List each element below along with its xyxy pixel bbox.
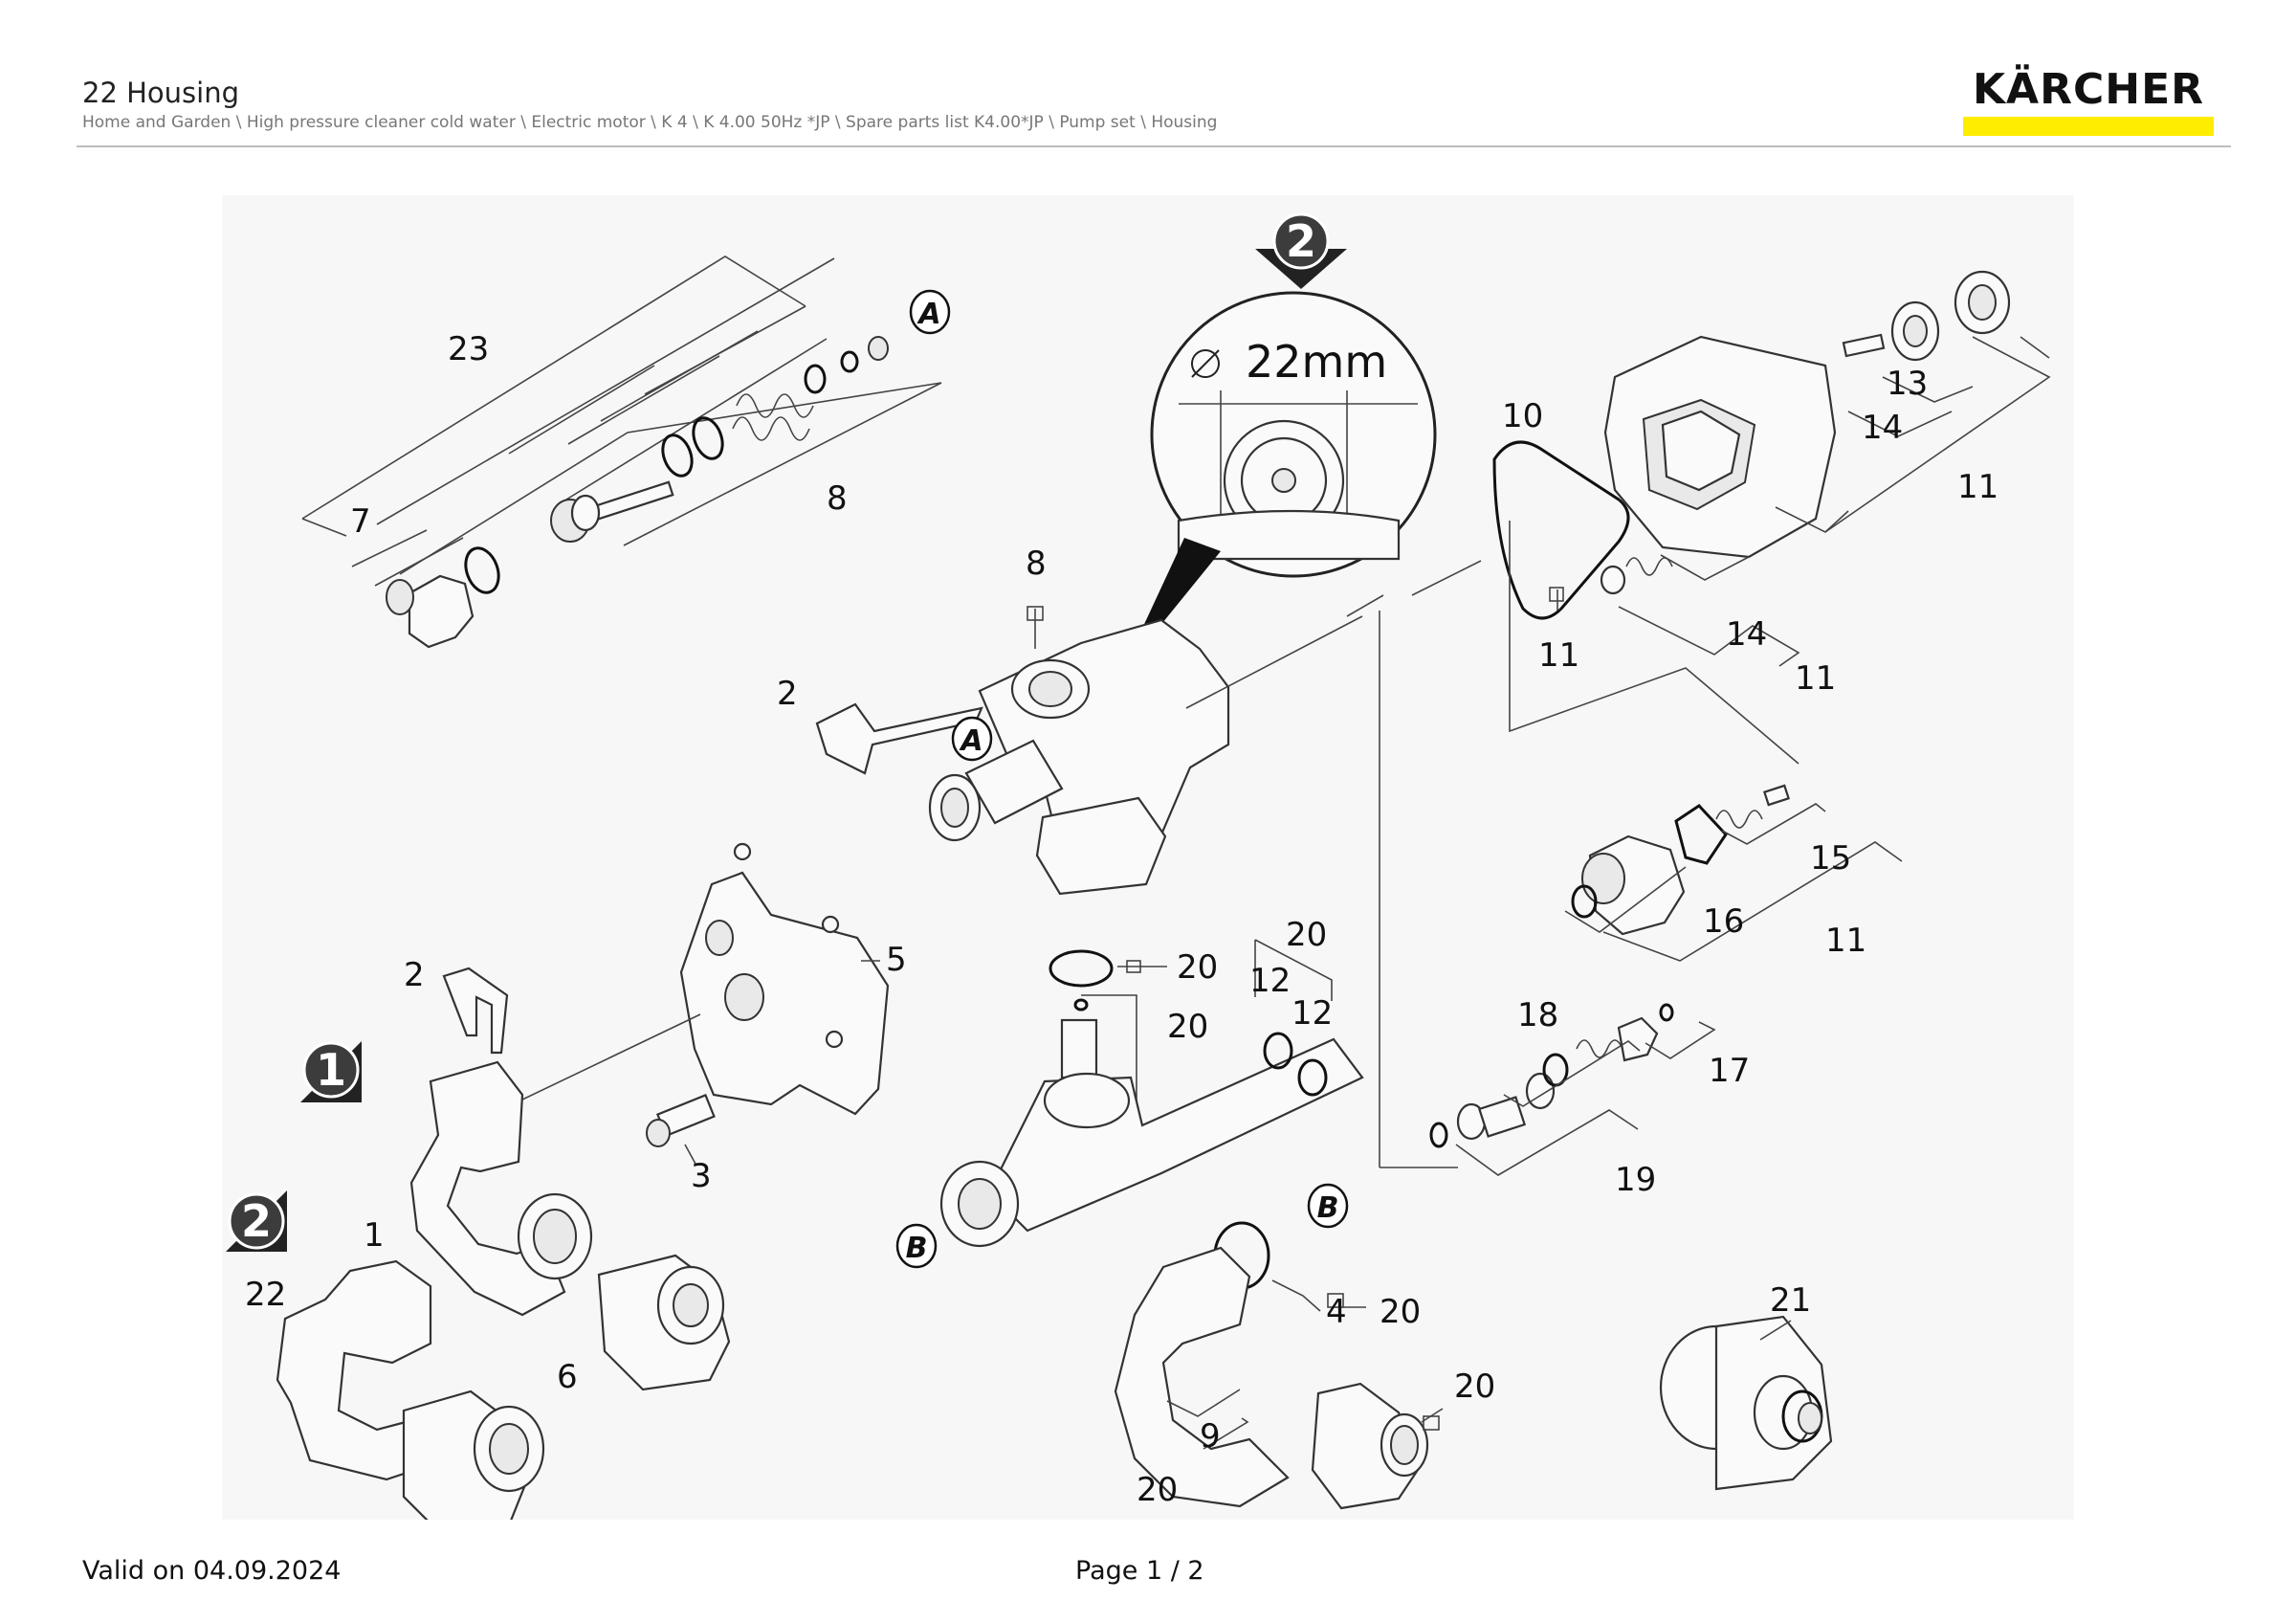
label-13: 13 [1887,365,1928,403]
label-20: 20 [1137,1471,1178,1509]
label-15: 15 [1810,839,1851,878]
breadcrumb: Home and Garden \ High pressure cleaner … [82,113,1218,132]
callout-a-top: A [909,289,951,335]
label-21: 21 [1770,1281,1811,1320]
label-2: 2 [404,956,425,994]
label-20: 20 [1167,1008,1208,1046]
callout-b-right: B [1307,1183,1349,1229]
label-20: 20 [1177,948,1218,987]
label-19: 19 [1615,1161,1656,1199]
dimension-value: 22mm [1246,336,1387,388]
page-title: 22 Housing [82,77,240,109]
label-16: 16 [1703,902,1744,941]
label-14: 14 [1726,615,1767,654]
badge-number: 2 [241,1195,272,1247]
label-20: 20 [1286,916,1327,954]
label-10: 10 [1502,397,1543,435]
callout-letter: A [959,724,982,758]
label-14: 14 [1862,409,1903,447]
label-11: 11 [1538,636,1579,675]
label-11: 11 [1795,659,1836,698]
label-7: 7 [350,502,371,541]
elbow-1 [409,1060,731,1391]
badge-number: 2 [1286,215,1316,267]
label-12: 12 [1249,962,1291,1000]
label-11: 11 [1957,468,1998,506]
brand-accent-bar [1963,117,2214,136]
label-1: 1 [364,1216,385,1255]
cover-5 [442,842,890,1167]
elbow-22 [276,1259,545,1520]
badge-number: 1 [316,1044,346,1096]
callout-letter: B [906,1232,928,1265]
label-20: 20 [1454,1367,1495,1406]
valve-assembly-right [1346,270,2051,765]
label-5: 5 [886,941,907,979]
label-9: 9 [1200,1417,1221,1456]
valve-assembly-16 [1564,784,1903,962]
label-6: 6 [557,1358,578,1396]
position-labels: 23 7 8 8 2 10 11 13 14 11 14 11 15 16 11… [245,330,1998,1509]
label-17: 17 [1709,1052,1750,1090]
variant-badge-2: 2 [226,1190,287,1252]
coupling-21 [1659,1315,1833,1491]
validity-date: Valid on 04.09.2024 [82,1556,342,1586]
brand-name: KÄRCHER [1972,65,2205,114]
page-number: Page 1 / 2 [1075,1556,1204,1586]
label-18: 18 [1517,996,1558,1034]
label-4: 4 [1326,1293,1347,1331]
exploded-parts-drawing: A 2 22mm A [222,195,2074,1520]
callout-b-left: B [895,1223,938,1269]
variant-badge-1: 1 [300,1041,362,1102]
label-2: 2 [777,675,798,713]
label-3: 3 [691,1157,712,1195]
callout-letter: A [916,298,940,331]
central-housing [815,606,1363,896]
parts-diagram-svg: A 2 22mm A [226,212,2051,1520]
label-20: 20 [1380,1293,1421,1331]
label-12: 12 [1292,994,1333,1033]
callout-a-mid: A [951,716,993,762]
assembly-23 [301,256,942,649]
dimension-magnifier: 22mm [1121,291,1437,674]
callout-letter: B [1317,1191,1339,1225]
label-22: 22 [245,1276,286,1314]
valve-assembly-19 [1379,611,1716,1176]
spring-icon [732,393,814,441]
label-23: 23 [448,330,489,368]
manifold [939,939,1364,1248]
brand-logo: KÄRCHER [1963,65,2214,138]
label-11: 11 [1825,922,1866,960]
detail-badge-2: 2 [1255,212,1347,289]
label-8: 8 [827,479,848,518]
label-8: 8 [1026,545,1047,583]
elbow-4 [1114,1221,1444,1510]
header-divider [77,145,2231,147]
